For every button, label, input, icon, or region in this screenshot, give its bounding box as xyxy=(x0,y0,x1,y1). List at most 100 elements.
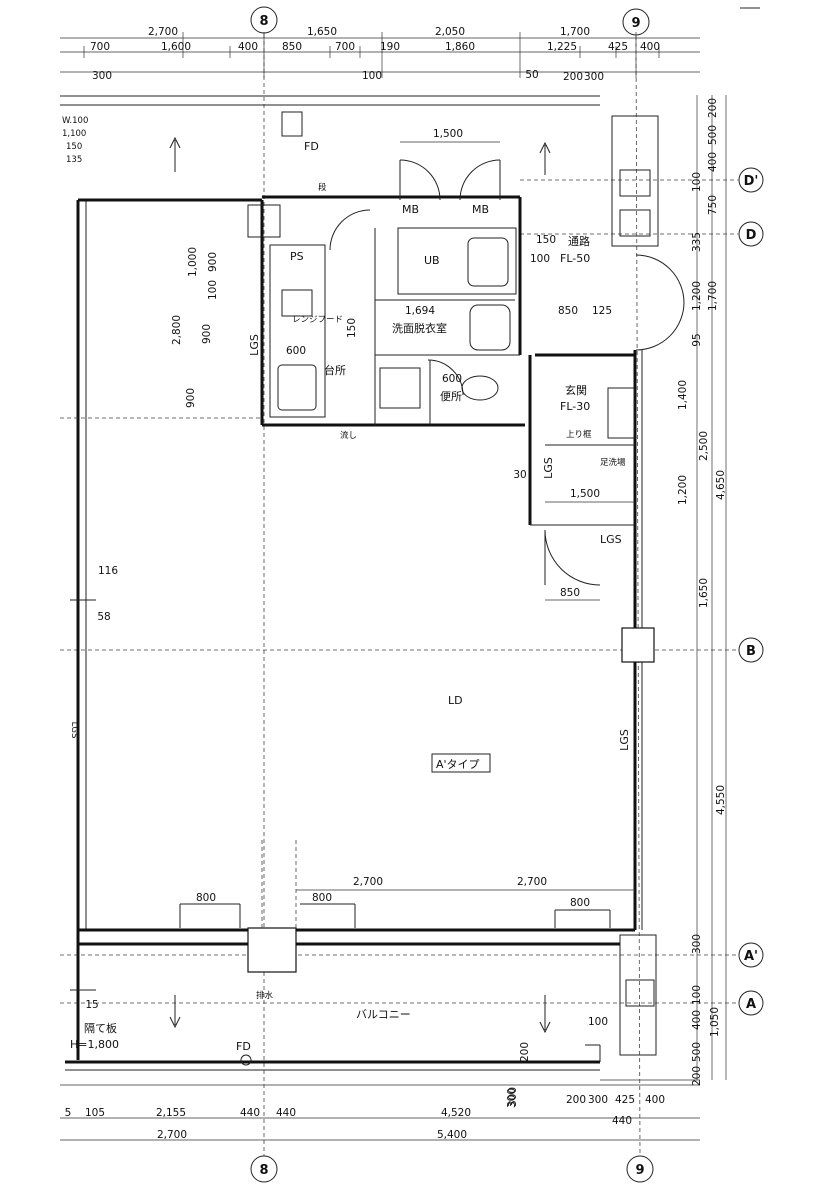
int-dim-800b: 800 xyxy=(312,892,332,904)
label-lgs-right: LGS xyxy=(618,729,631,751)
int-dim-116: 116 xyxy=(98,565,118,577)
int-dim-150b: 150 xyxy=(346,318,358,338)
bottom-dim-r3-1: 2,700 xyxy=(157,1129,187,1141)
top-dim-4: 1,700 xyxy=(560,26,590,38)
label-lgs-entrance: LGS xyxy=(542,457,555,479)
right-dim-12: 4,650 xyxy=(715,470,727,500)
label-fl50: FL-50 xyxy=(560,252,590,265)
bottom-dim-r1-2: 200 xyxy=(566,1094,586,1106)
bottom-dim-r2-7: 440 xyxy=(612,1115,632,1127)
int-dim-600b: 600 xyxy=(442,373,462,385)
label-balcony: バルコニー xyxy=(356,1008,411,1021)
axis-row-a: A xyxy=(746,997,756,1012)
right-dim-5: 750 xyxy=(707,195,719,215)
top-dim-r2-10: 400 xyxy=(640,41,660,53)
label-lgs-kitchen: LGS xyxy=(248,334,261,356)
label-fd-top: FD xyxy=(304,140,319,153)
right-dim-18: 400 xyxy=(691,1010,703,1030)
top-dim-r2-4: 850 xyxy=(282,41,302,53)
label-mb2: MB xyxy=(472,203,489,216)
int-dim-900b: 900 xyxy=(201,324,213,344)
label-type: A'タイプ xyxy=(436,758,480,771)
bottom-dim-r2-2: 105 xyxy=(85,1107,105,1119)
axis-col-9-top: 9 xyxy=(631,16,640,31)
bottom-dim-r1-1: 300 xyxy=(506,1088,518,1108)
right-dim-15: 4,550 xyxy=(715,785,727,815)
right-dim-17: 100 xyxy=(691,985,703,1005)
interior-dimensions: 1,500 150 100 1,000 900 100 2,800 900 60… xyxy=(85,128,635,1107)
int-dim-1000: 1,000 xyxy=(187,247,199,277)
right-dim-21: 200 xyxy=(691,1066,703,1086)
right-dim-6: 335 xyxy=(691,232,703,252)
label-1100: 1,100 xyxy=(62,129,86,139)
bottom-dim-r1-4: 425 xyxy=(615,1094,635,1106)
flow-arrows xyxy=(169,136,551,1034)
right-dim-2: 500 xyxy=(707,125,719,145)
top-dim-r3-5: 300 xyxy=(584,71,604,83)
right-dim-4: 100 xyxy=(691,172,703,192)
label-ub: UB xyxy=(424,254,440,267)
top-dim-r3-3: 50 xyxy=(525,69,538,81)
axis-col-8-bottom: 8 xyxy=(259,1163,268,1178)
top-dim-r2-7: 1,860 xyxy=(445,41,475,53)
bottom-dim-r3-2: 5,400 xyxy=(437,1129,467,1141)
right-dim-8: 1,200 xyxy=(691,281,703,311)
label-ld: LD xyxy=(448,694,463,707)
int-dim-600: 600 xyxy=(286,345,306,357)
top-dim-r3-4: 200 xyxy=(563,71,583,83)
int-dim-300: 300 xyxy=(507,1087,519,1107)
axis-col-9-bottom: 9 xyxy=(635,1163,644,1178)
label-corridor: 通路 xyxy=(568,235,590,248)
right-dim-7: 1,700 xyxy=(707,281,719,311)
label-toilet: 便所 xyxy=(440,390,462,403)
bottom-dim-r2-6: 4,520 xyxy=(441,1107,471,1119)
int-dim-1500: 1,500 xyxy=(433,128,463,140)
int-dim-58: 58 xyxy=(97,611,110,623)
int-dim-800c: 800 xyxy=(570,897,590,909)
int-dim-1500b: 1,500 xyxy=(570,488,600,500)
label-ps: PS xyxy=(290,250,304,263)
label-drain: 排水 xyxy=(256,990,274,1001)
axis-row-d: D xyxy=(746,228,757,243)
label-sink: 流し xyxy=(340,430,357,441)
top-dim-r2-3: 400 xyxy=(238,41,258,53)
label-fl30: FL-30 xyxy=(560,400,590,413)
top-dim-r2-2: 1,600 xyxy=(161,41,191,53)
label-mb1: MB xyxy=(402,203,419,216)
misc-lines xyxy=(60,7,760,1081)
right-dim-10: 1,400 xyxy=(677,380,689,410)
int-dim-30: 30 xyxy=(513,469,526,481)
axis-row-d-prime: D' xyxy=(744,174,759,189)
label-lgs-door: LGS xyxy=(600,533,622,546)
int-dim-2800: 2,800 xyxy=(171,315,183,345)
top-dim-r3-1: 300 xyxy=(92,70,112,82)
int-dim-2700b: 2,700 xyxy=(517,876,547,888)
bottom-dim-r2-3: 2,155 xyxy=(156,1107,186,1119)
label-washroom: 洗面脱衣室 xyxy=(392,321,447,335)
int-dim-150: 150 xyxy=(536,234,556,246)
right-dimensions: 200 500 400 100 750 335 1,700 1,200 95 1… xyxy=(677,98,727,1086)
int-dim-850: 850 xyxy=(558,305,578,317)
bottom-dim-r2-5: 440 xyxy=(276,1107,296,1119)
int-dim-200: 200 xyxy=(519,1042,531,1062)
label-partition-h: H=1,800 xyxy=(70,1038,119,1051)
label-fd-bottom: FD xyxy=(236,1040,251,1053)
int-dim-15: 15 xyxy=(85,999,98,1011)
label-entrance: 玄関 xyxy=(565,383,587,397)
right-dim-19: 1,050 xyxy=(709,1007,721,1037)
int-dim-100c: 100 xyxy=(588,1016,608,1028)
label-agari: 上り框 xyxy=(566,429,592,440)
label-lgs-left: LGS xyxy=(69,722,79,739)
axis-row-b: B xyxy=(746,644,756,659)
doors xyxy=(329,159,685,586)
top-dim-r2-9: 425 xyxy=(608,41,628,53)
int-dim-900c: 900 xyxy=(185,388,197,408)
int-dim-800a: 800 xyxy=(196,892,216,904)
bottom-dim-r1-3: 300 xyxy=(588,1094,608,1106)
top-dim-1: 2,700 xyxy=(148,26,178,38)
top-dim-r2-1: 700 xyxy=(90,41,110,53)
int-dim-2700a: 2,700 xyxy=(353,876,383,888)
right-dim-16: 300 xyxy=(691,934,703,954)
right-dim-20: 500 xyxy=(691,1042,703,1062)
